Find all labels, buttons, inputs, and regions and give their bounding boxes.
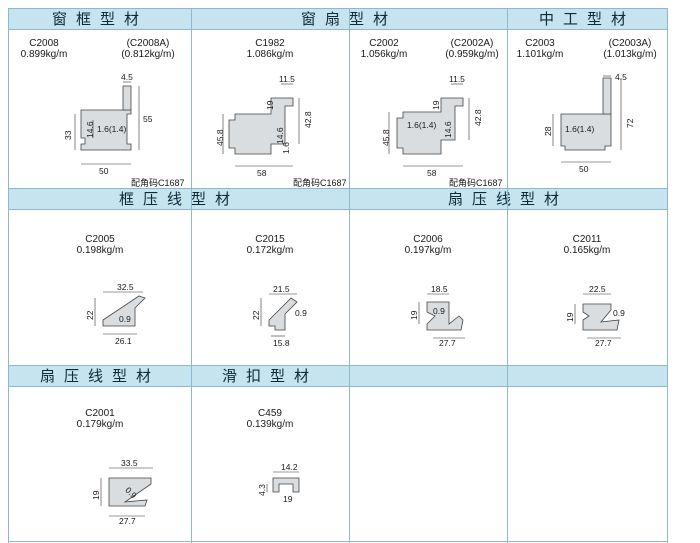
svg-text:55: 55 xyxy=(143,114,153,124)
profile-drawing-c2001: 33.5 19 0.9 27.7 xyxy=(91,458,153,526)
svg-text:45.8: 45.8 xyxy=(381,129,391,146)
grid-line xyxy=(507,8,508,543)
svg-text:14.6: 14.6 xyxy=(85,121,95,138)
header-sash-bead: 扇压线型材 xyxy=(349,188,667,210)
svg-text:11.5: 11.5 xyxy=(449,74,465,84)
svg-text:15.8: 15.8 xyxy=(273,338,290,348)
svg-text:19: 19 xyxy=(409,310,419,320)
svg-text:19: 19 xyxy=(431,100,441,110)
profile-label-c459: C459 0.139kg/m xyxy=(246,408,294,430)
profile-label-c2011: C2011 0.165kg/m xyxy=(563,234,611,256)
svg-text:72: 72 xyxy=(625,118,635,128)
svg-text:14.6: 14.6 xyxy=(275,127,285,144)
corner-key-note-c2008: 配角码C1687 xyxy=(131,178,185,188)
profile-drawing-c2002: 11.5 19 42.8 45.8 1.6(1.4) 14.6 58 xyxy=(381,74,483,178)
svg-text:58: 58 xyxy=(257,168,267,178)
profile-drawing-c459: 14.2 4.3 19 xyxy=(257,462,300,504)
svg-text:4.5: 4.5 xyxy=(615,72,627,82)
svg-text:1.6(1.4): 1.6(1.4) xyxy=(565,124,594,134)
profile-drawing-c2008: 4.5 55 33 14.6 1.6(1.4) 50 xyxy=(63,72,153,176)
svg-text:32.5: 32.5 xyxy=(117,282,134,292)
svg-text:42.8: 42.8 xyxy=(473,109,483,126)
svg-text:45.8: 45.8 xyxy=(215,129,225,146)
svg-text:50: 50 xyxy=(579,164,589,174)
svg-text:19: 19 xyxy=(91,490,101,500)
header-mullion: 中工型材 xyxy=(507,8,667,30)
corner-key-note-c2002: 配角码C1687 xyxy=(449,178,503,188)
header-window-frame: 窗框型材 xyxy=(9,8,191,30)
svg-text:1.6: 1.6 xyxy=(281,142,291,154)
svg-text:4.3: 4.3 xyxy=(257,484,267,496)
profile-drawing-c2015: 21.5 22 0.9 15.8 xyxy=(251,284,307,348)
svg-text:1.6(1.4): 1.6(1.4) xyxy=(407,120,436,130)
svg-text:14.2: 14.2 xyxy=(281,462,298,472)
svg-text:1.6(1.4): 1.6(1.4) xyxy=(97,124,126,134)
header-frame-bead: 框压线型材 xyxy=(9,188,349,210)
svg-text:28: 28 xyxy=(543,126,553,136)
corner-key-note-c1982: 配角码C1687 xyxy=(293,178,347,188)
svg-text:14.6: 14.6 xyxy=(443,121,453,138)
svg-text:19: 19 xyxy=(565,312,575,322)
svg-text:0.9: 0.9 xyxy=(433,306,445,316)
profile-label-c2006: C2006 0.197kg/m xyxy=(404,234,452,256)
profile-label-c2001: C2001 0.179kg/m xyxy=(76,408,124,430)
profile-drawing-c2005: 32.5 22 0.9 26.1 xyxy=(85,282,146,346)
profile-drawing-c2003: 4.5 28 1.6(1.4) 72 50 xyxy=(543,72,635,174)
svg-text:18.5: 18.5 xyxy=(431,284,448,294)
svg-text:21.5: 21.5 xyxy=(273,284,290,294)
svg-text:4.5: 4.5 xyxy=(121,72,133,82)
header-empty-2 xyxy=(507,365,667,387)
grid-line xyxy=(349,8,350,543)
header-slide-clip: 滑扣型材 xyxy=(191,365,349,387)
header-sash-bead-2: 扇压线型材 xyxy=(9,365,191,387)
svg-text:26.1: 26.1 xyxy=(115,336,132,346)
svg-text:0.9: 0.9 xyxy=(613,308,625,318)
svg-text:19: 19 xyxy=(283,494,293,504)
svg-text:22: 22 xyxy=(85,310,95,320)
svg-text:33: 33 xyxy=(63,130,73,140)
svg-text:19: 19 xyxy=(265,100,275,110)
profile-drawing-c2011: 22.5 19 0.9 27.7 xyxy=(565,284,625,348)
profile-drawing-c1982: 11.5 19 42.8 45.8 14.6 1.6 58 xyxy=(215,74,313,178)
catalog-sheet: 窗框型材 窗扇型材 中工型材 框压线型材 扇压线型材 扇压线型材 滑扣型材 C2… xyxy=(8,8,668,543)
profile-drawing-c2006: 18.5 19 0.9 27.7 xyxy=(409,284,465,348)
svg-text:58: 58 xyxy=(427,168,437,178)
svg-text:33.5: 33.5 xyxy=(121,458,138,468)
svg-text:27.7: 27.7 xyxy=(595,338,612,348)
grid-line xyxy=(191,8,192,543)
svg-text:22.5: 22.5 xyxy=(589,284,606,294)
svg-text:22: 22 xyxy=(251,310,261,320)
svg-text:42.8: 42.8 xyxy=(303,111,313,128)
svg-text:50: 50 xyxy=(99,166,109,176)
svg-text:11.5: 11.5 xyxy=(279,74,295,84)
profile-label-c1982: C1982 1.086kg/m xyxy=(246,38,294,60)
grid-line xyxy=(9,541,667,542)
svg-text:0.9: 0.9 xyxy=(119,314,131,324)
profile-label-c2005: C2005 0.198kg/m xyxy=(76,234,124,256)
svg-text:27.7: 27.7 xyxy=(439,338,456,348)
svg-text:27.7: 27.7 xyxy=(119,516,136,526)
svg-text:0.9: 0.9 xyxy=(295,308,307,318)
profile-label-c2015: C2015 0.172kg/m xyxy=(246,234,294,256)
header-empty-1 xyxy=(349,365,507,387)
